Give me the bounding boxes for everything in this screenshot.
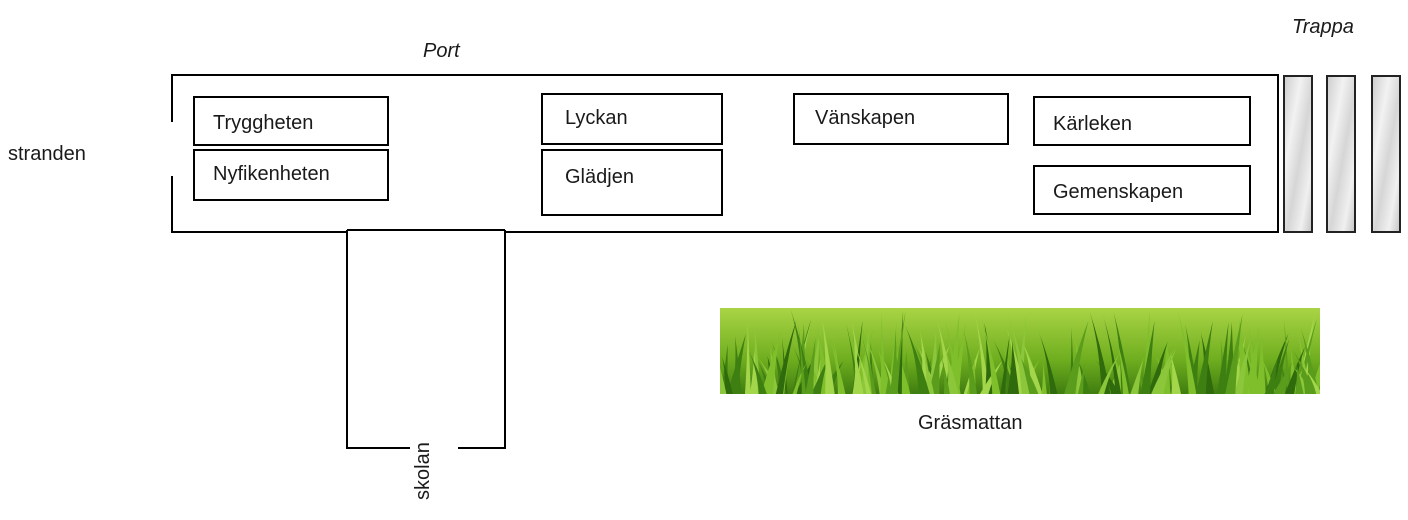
grass-image <box>720 308 1320 394</box>
grass-blade <box>1255 332 1266 394</box>
grass-blade <box>1216 322 1229 394</box>
grass-blade <box>860 323 870 394</box>
grass-blade <box>904 325 930 394</box>
grass-blades-icon <box>720 308 1320 394</box>
grass-blade <box>761 330 781 394</box>
grass-blade <box>749 349 759 394</box>
grass-blade <box>1130 357 1144 394</box>
room-nyfikenheten[interactable]: Nyfikenheten <box>193 149 389 201</box>
grass-blade <box>1000 334 1010 394</box>
room-lyckan[interactable]: Lyckan <box>541 93 723 145</box>
port-label: Port <box>423 40 460 62</box>
room-label: Kärleken <box>1053 113 1132 135</box>
grass-blade <box>1270 338 1290 394</box>
grass-blade <box>1077 362 1085 394</box>
grass-blade <box>851 336 872 394</box>
grass-blade <box>946 313 960 394</box>
grass-blade <box>1016 351 1039 394</box>
stair-step-2 <box>1326 75 1356 233</box>
room-gemenskapen[interactable]: Gemenskapen <box>1033 165 1251 215</box>
room-karleken[interactable]: Kärleken <box>1033 96 1251 146</box>
grass-blade <box>744 321 751 394</box>
stair-step-1 <box>1283 75 1313 233</box>
grass-blade <box>797 321 806 394</box>
grass-blade <box>1021 340 1043 394</box>
grass-blade <box>827 329 846 394</box>
grass-blade <box>1296 319 1317 394</box>
grass-blade <box>923 353 935 394</box>
room-label: Tryggheten <box>213 112 314 134</box>
room-label: Gemenskapen <box>1053 181 1184 203</box>
grass-blade <box>1098 353 1120 394</box>
grass-blade <box>1234 337 1252 394</box>
grass-blade <box>1177 308 1197 394</box>
grass-blade <box>790 309 813 394</box>
grass-blade <box>1115 333 1129 394</box>
grass-blade <box>1170 352 1182 394</box>
grass-blade <box>880 310 886 394</box>
grass-blade <box>1147 341 1168 394</box>
grass-blade <box>974 310 991 394</box>
grass-blade <box>945 350 959 394</box>
grass-blade <box>1264 357 1278 394</box>
stranden-label: stranden <box>8 143 86 165</box>
grass-blade <box>720 367 727 394</box>
grass-blade <box>1300 363 1320 394</box>
grass-blade <box>1041 361 1047 394</box>
grass-blade <box>1244 325 1260 394</box>
grass-blade <box>1273 362 1293 394</box>
grass-blade <box>1295 363 1304 394</box>
grass-blade <box>1007 341 1020 394</box>
grass-blade <box>941 355 950 394</box>
room-label: Lyckan <box>565 107 628 129</box>
grass-blade <box>1225 314 1243 394</box>
skolan-label: skolan <box>412 442 434 500</box>
grass-blade <box>1300 327 1319 394</box>
grass-blade <box>862 330 886 394</box>
grass-blade <box>775 320 797 394</box>
room-label: Vänskapen <box>815 107 916 129</box>
grass-blade <box>859 329 877 394</box>
grass-blade <box>1186 339 1200 394</box>
grass-blade <box>1140 320 1155 394</box>
grass-blade <box>1151 348 1175 394</box>
grass-blade <box>805 337 816 394</box>
grass-blade <box>721 356 733 394</box>
stair-step-3 <box>1371 75 1401 233</box>
grass-blade <box>1102 312 1122 394</box>
room-label: Glädjen <box>565 166 634 188</box>
grass-blade <box>733 336 742 394</box>
grasmattan-label: Gräsmattan <box>918 412 1023 434</box>
grass-blade <box>928 341 941 394</box>
room-label: Nyfikenheten <box>213 163 330 185</box>
grass-blade <box>1006 308 1030 394</box>
grass-blade <box>1292 349 1316 394</box>
grass-blade <box>889 329 898 394</box>
room-tryggheten[interactable]: Tryggheten <box>193 96 389 146</box>
grass-blade <box>963 329 978 394</box>
room-vanskapen[interactable]: Vänskapen <box>793 93 1009 145</box>
grass-blade <box>1064 320 1089 394</box>
grass-blade <box>811 356 829 394</box>
trappa-label: Trappa <box>1292 16 1354 38</box>
grass-blade <box>980 315 1001 394</box>
grass-blade <box>852 320 863 394</box>
grass-blade <box>1284 346 1305 394</box>
room-gladjen[interactable]: Glädjen <box>541 149 723 216</box>
grass-blade <box>748 351 767 394</box>
grass-blade <box>896 310 904 394</box>
grass-blade <box>821 316 835 394</box>
grass-blade <box>1113 311 1132 394</box>
grass-blade <box>852 351 864 394</box>
grass-blade <box>1296 312 1316 394</box>
grass-blade <box>1038 332 1058 394</box>
grass-blade <box>1196 321 1213 394</box>
